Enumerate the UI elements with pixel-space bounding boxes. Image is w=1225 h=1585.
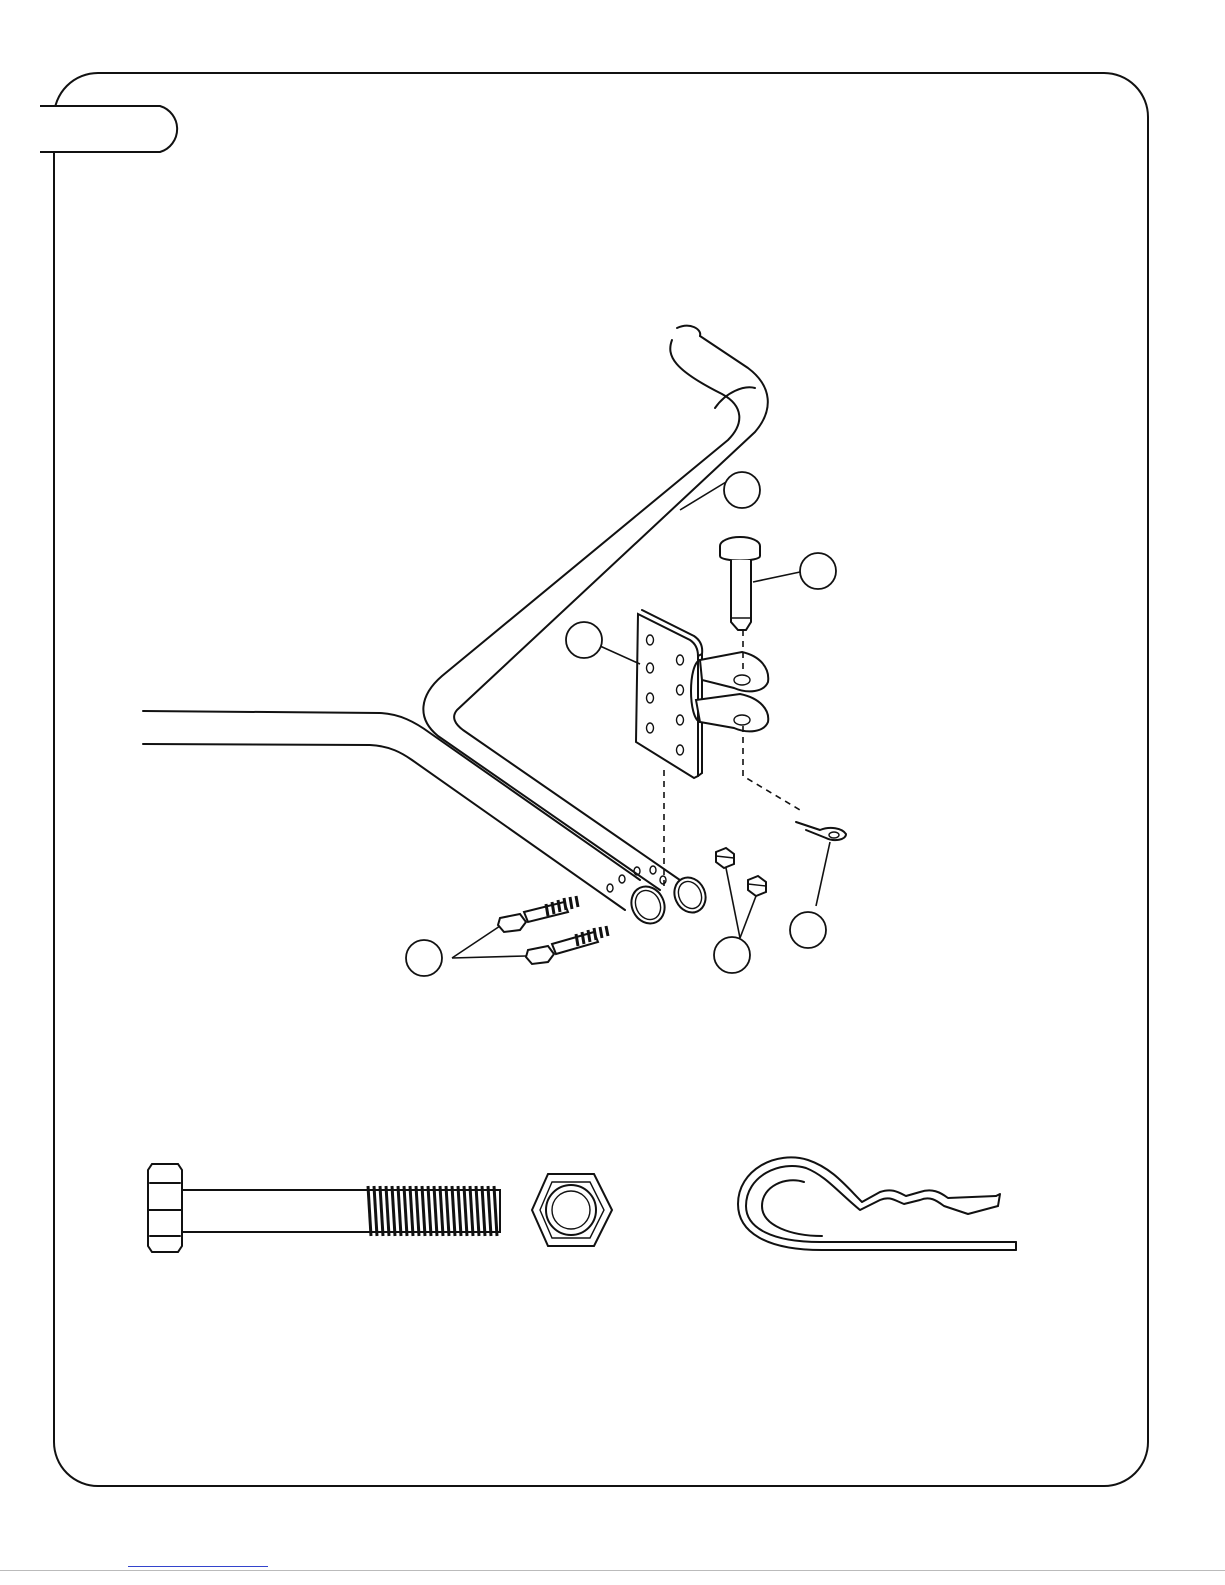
- callout-hair-pin-clip: [790, 912, 826, 948]
- hardware-hair-pin: [738, 1157, 1016, 1250]
- hardware-bolt-and-nut: [148, 1164, 612, 1252]
- lock-nuts: [716, 848, 766, 938]
- step-tab: [40, 106, 177, 152]
- callout-lock-nuts: [714, 937, 750, 973]
- footer-rule: [0, 1570, 1225, 1571]
- callout-mounting-bracket: [566, 622, 602, 658]
- tow-bar: [143, 326, 768, 929]
- bolt-head: [148, 1164, 182, 1252]
- callout-tow-bar: [724, 472, 760, 508]
- hitch-pin: [720, 537, 800, 630]
- footer-link-underline[interactable]: [128, 1566, 268, 1567]
- callout-hex-bolts: [406, 940, 442, 976]
- page-frame: [54, 73, 1148, 1486]
- hex-bolts: [452, 896, 608, 964]
- assembly-diagram: [143, 326, 846, 976]
- hair-pin-clip: [796, 822, 846, 906]
- callout-hitch-pin: [800, 553, 836, 589]
